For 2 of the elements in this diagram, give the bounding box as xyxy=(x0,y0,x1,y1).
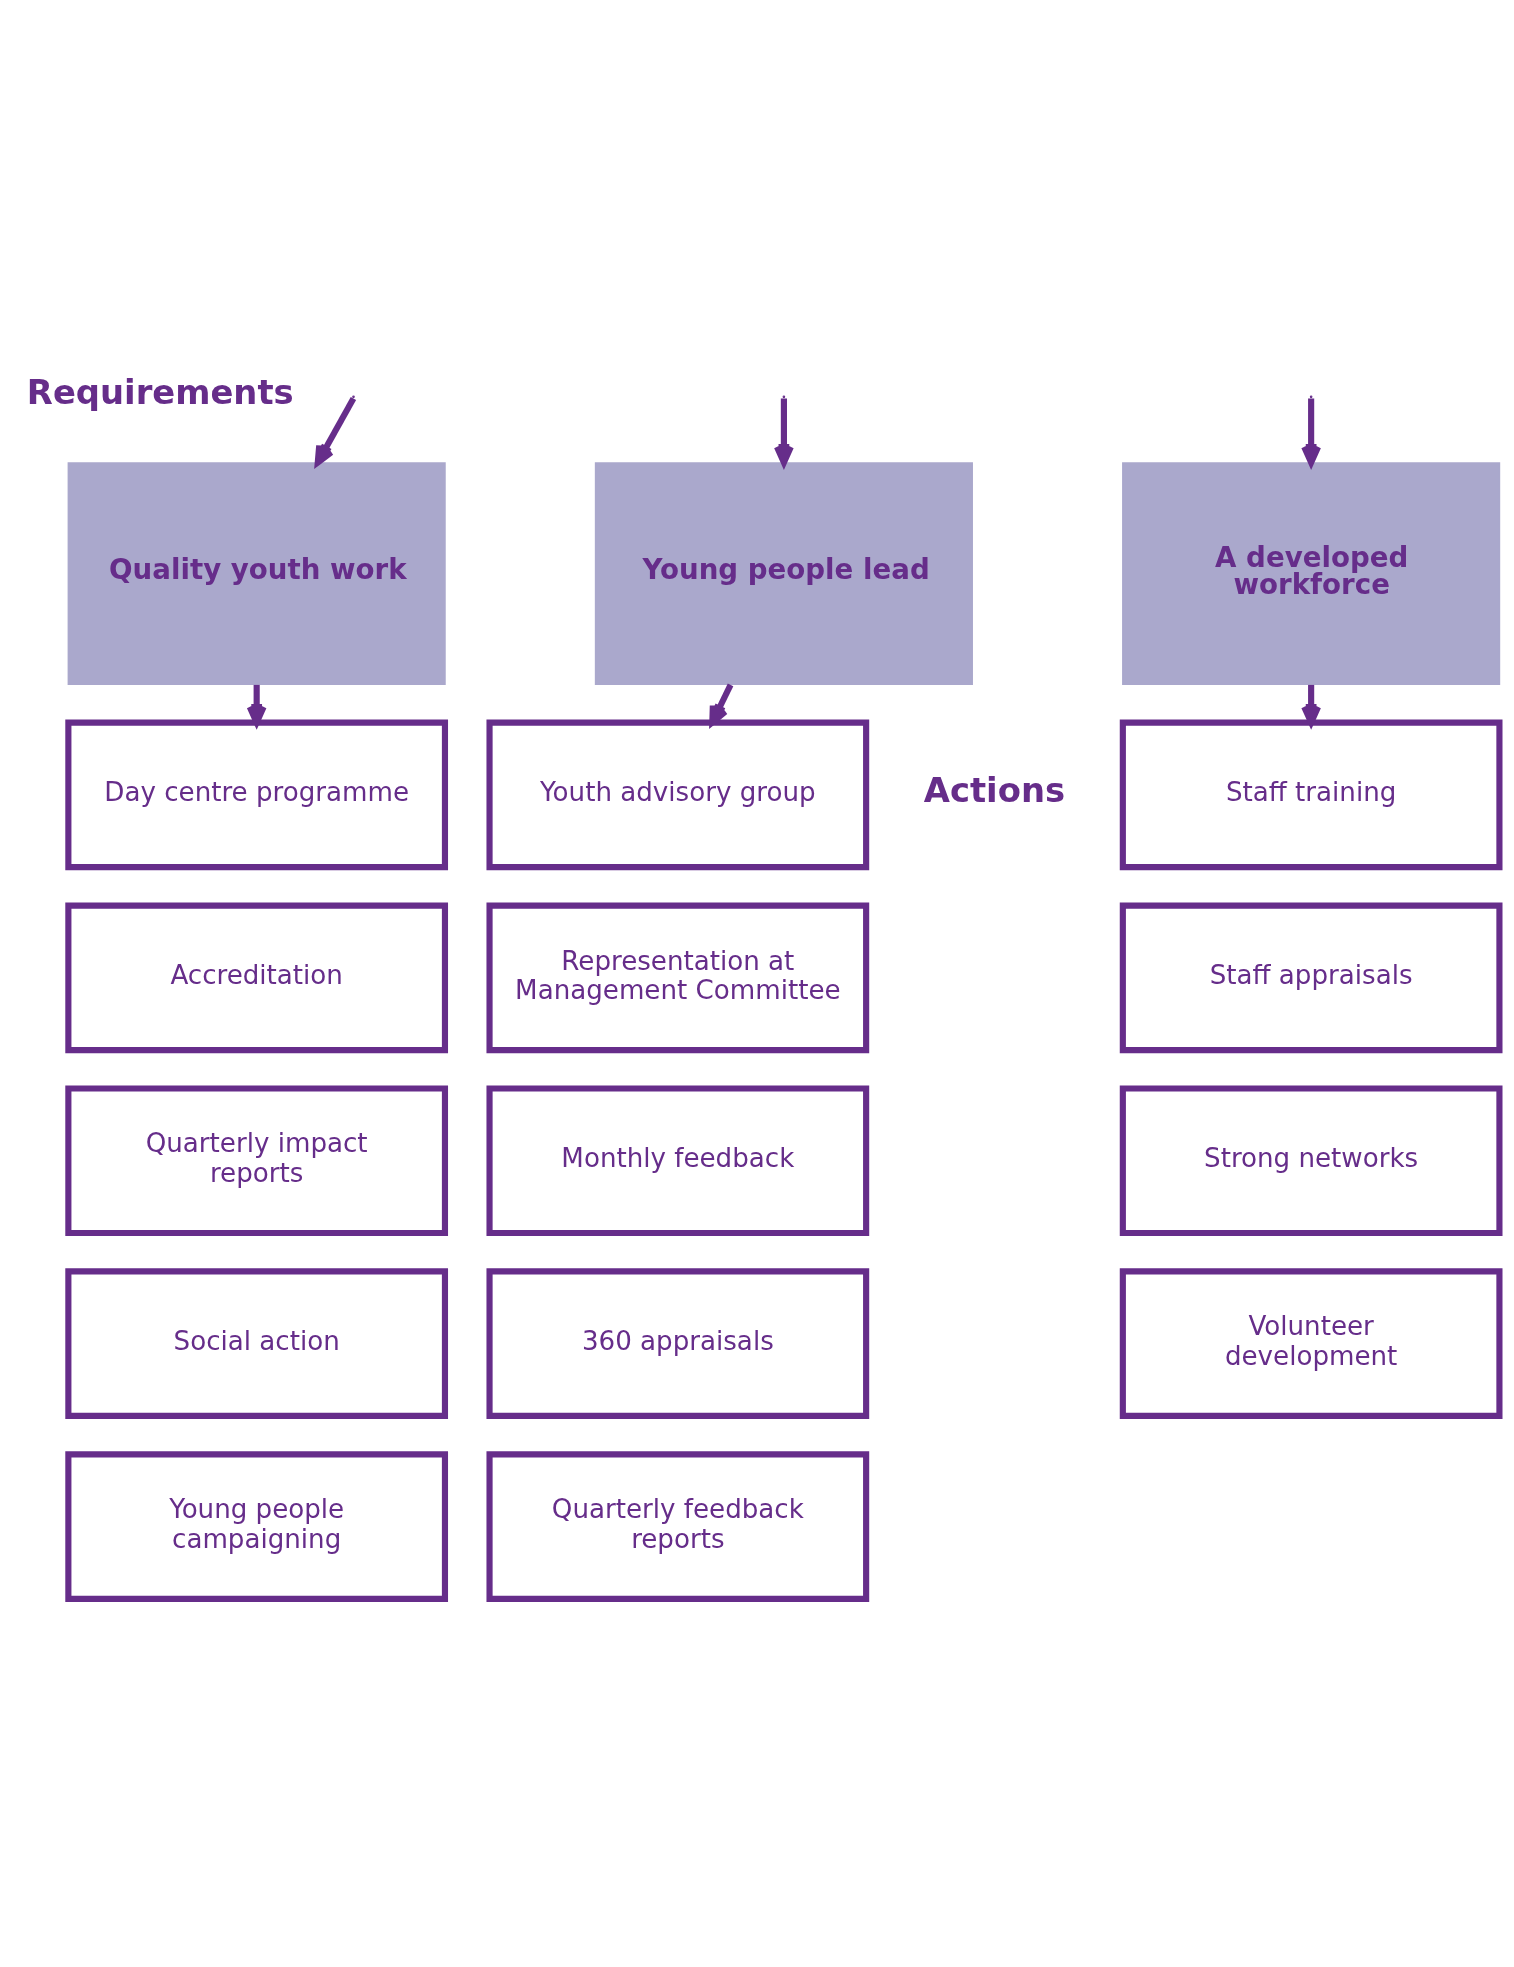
label: Actions xyxy=(923,770,1066,810)
label: Requirements xyxy=(26,372,294,412)
